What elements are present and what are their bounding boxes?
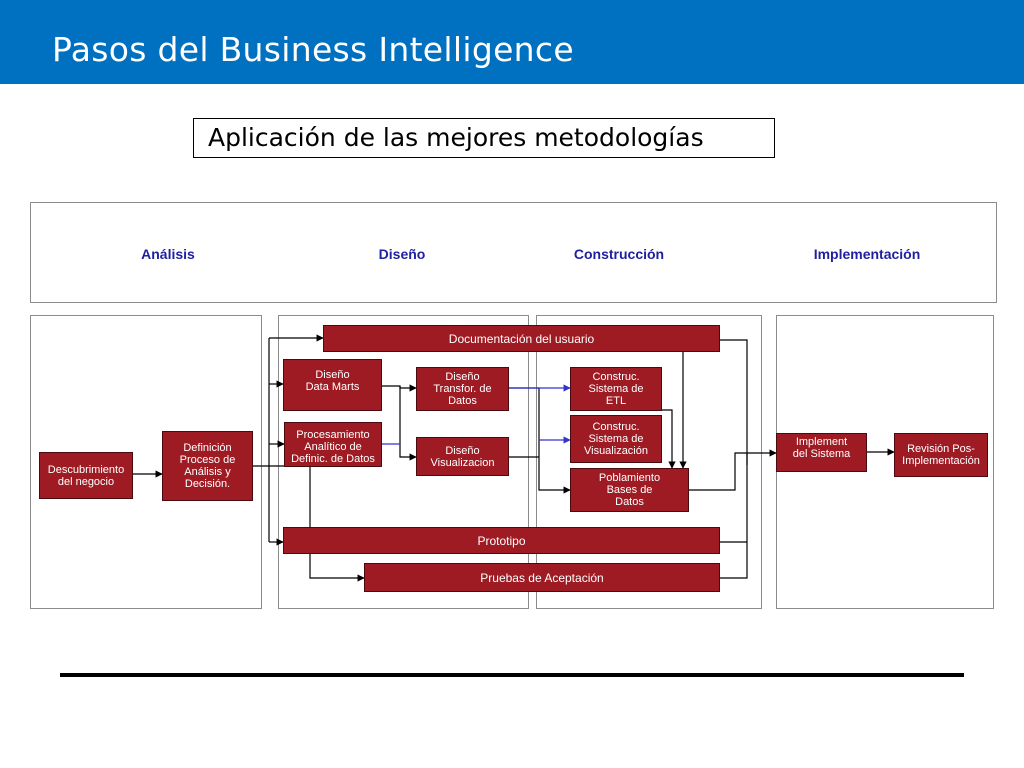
box-definicion: Definición Proceso de Análisis y Decisió… (162, 431, 253, 501)
arrow-poblamiento-implement (689, 449, 777, 491)
arrow-to-pruebas (309, 466, 365, 582)
slide-title: Pasos del Business Intelligence (52, 30, 574, 69)
column-construccion (536, 315, 762, 609)
subtitle-box: Aplicación de las mejores metodologías (193, 118, 775, 158)
phase-analisis: Análisis (141, 246, 195, 262)
arrow-datamarts-transfor (382, 384, 417, 392)
arrow-datamarts-visualizacion (399, 386, 417, 461)
box-construc-visualizacion: Construc. Sistema de Visualización (570, 415, 662, 463)
box-diseno-transfor: Diseño Transfor. de Datos (416, 367, 509, 411)
box-descubrimiento: Descubrimiento del negocio (39, 452, 133, 499)
box-implement: Implement del Sistema (776, 433, 867, 472)
box-diseno-visualizacion: Diseño Visualizacion (416, 437, 509, 476)
box-construc-etl: Construc. Sistema de ETL (570, 367, 662, 411)
phase-implementacion: Implementación (813, 246, 921, 262)
box-diseno-data-marts: Diseño Data Marts (283, 359, 382, 411)
title-bar (0, 0, 1024, 84)
box-documentacion: Documentación del usuario (323, 325, 720, 352)
box-revision: Revisión Pos- Implementación (894, 433, 988, 477)
box-pruebas: Pruebas de Aceptación (364, 563, 720, 592)
phase-diseno: Diseño (378, 246, 426, 262)
column-diseno (278, 315, 529, 609)
phase-header-box (30, 202, 997, 303)
phase-construccion: Construcción (573, 246, 665, 262)
box-poblamiento: Poblamiento Bases de Datos (570, 468, 689, 512)
column-analisis (30, 315, 262, 609)
box-procesamiento: Procesamiento Analítico de Definic. de D… (284, 422, 382, 467)
arrow-transfor-poblamiento (538, 388, 571, 494)
bottom-rule (60, 673, 964, 677)
arrow-etl-poblamiento (662, 409, 676, 469)
box-prototipo: Prototipo (283, 527, 720, 554)
